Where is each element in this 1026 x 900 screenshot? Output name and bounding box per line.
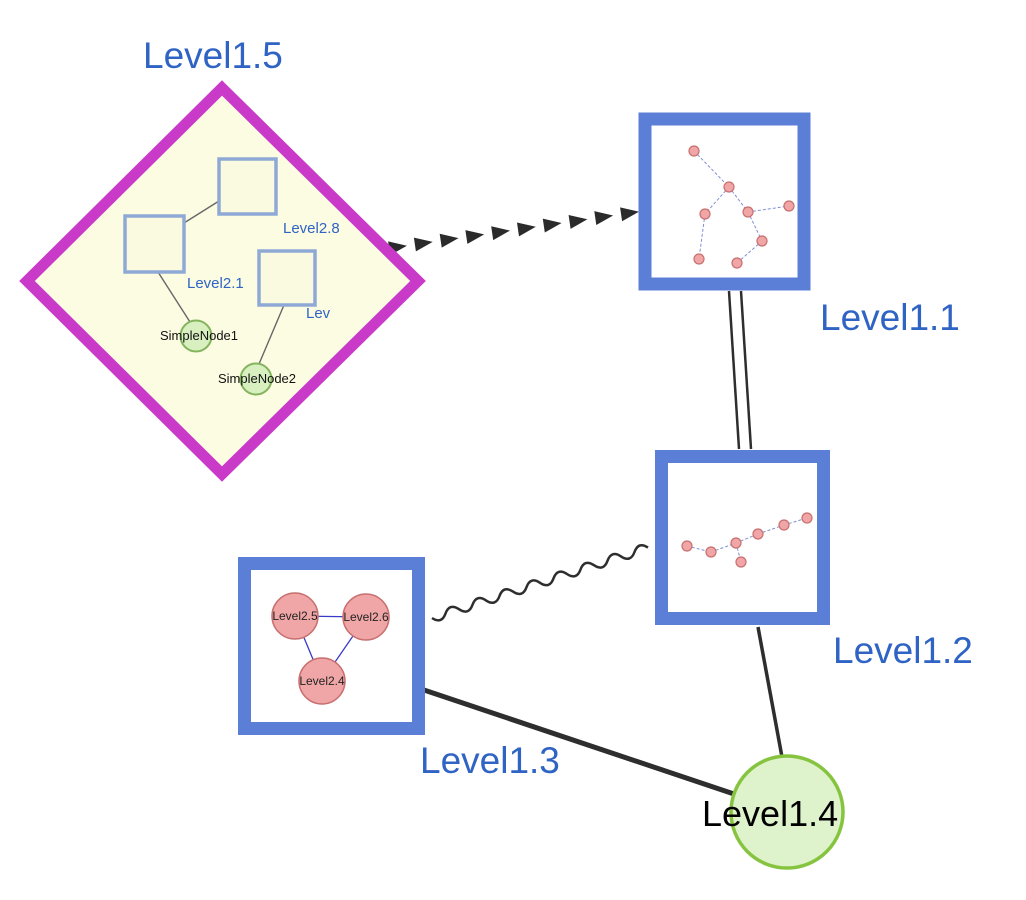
node-level21[interactable] (123, 214, 186, 274)
mini-node[interactable] (735, 556, 747, 568)
node-label-level26: Level2.6 (343, 610, 389, 624)
chevron-dash (516, 219, 537, 237)
mini-edge[interactable] (704, 186, 730, 215)
node-lev[interactable] (257, 249, 317, 307)
chevron-dash (413, 234, 434, 252)
node-label-level14: Level1.4 (702, 793, 838, 834)
node-label-simplenode1: SimpleNode1 (160, 328, 238, 343)
edge-level12-level14[interactable] (756, 626, 784, 758)
chevron-dash (542, 216, 563, 233)
mini-node[interactable] (783, 200, 795, 212)
mini-node[interactable] (778, 519, 790, 531)
chevron-dash (568, 212, 589, 229)
mini-node[interactable] (693, 253, 705, 265)
node-level25[interactable] (271, 592, 319, 640)
node-level26[interactable] (342, 593, 390, 641)
level11-mini-graph (688, 145, 795, 269)
mini-edge[interactable] (693, 150, 730, 188)
node-label-level25: Level2.5 (272, 609, 318, 623)
node-level11[interactable] (638, 112, 811, 291)
node-level12-group: Level1.2 (655, 450, 973, 671)
node-level14-group: Level1.4 (702, 754, 845, 870)
node-level12[interactable] (655, 450, 830, 625)
inner-edge-level28-level21[interactable] (183, 200, 220, 224)
chevron-dash (491, 223, 512, 241)
node-level15-group: Level1.5 Level2.8 Level2.1 Lev SimpleNod… (19, 35, 426, 482)
mini-edge[interactable] (747, 205, 790, 213)
mini-node[interactable] (731, 257, 743, 269)
mini-node[interactable] (688, 145, 700, 157)
node-level14[interactable] (729, 754, 845, 870)
node-label-level15: Level1.5 (143, 35, 283, 76)
edge-level13-level12[interactable] (431, 543, 649, 622)
edge-level13-level14[interactable] (423, 687, 735, 797)
node-level13-group: Level2.5 Level2.6 Level2.4 Level1.3 (238, 557, 560, 781)
node-label-lev: Lev (306, 305, 331, 322)
node-simplenode1[interactable] (179, 319, 213, 353)
node-label-level11: Level1.1 (820, 297, 960, 338)
node-level24[interactable] (298, 657, 346, 705)
chevron-dash (439, 231, 460, 248)
double-line-right (739, 290, 753, 450)
mini-node[interactable] (801, 512, 813, 524)
edge-level15-level11[interactable] (388, 204, 640, 256)
node-label-level28: Level2.8 (283, 220, 340, 237)
mini-node[interactable] (752, 528, 764, 540)
mini-node[interactable] (705, 546, 717, 558)
mini-node[interactable] (681, 540, 693, 552)
inner-edge-level21-simplenode1[interactable] (157, 271, 191, 323)
mini-edge[interactable] (735, 533, 759, 544)
node-level13[interactable] (238, 557, 425, 735)
chevron-dash (594, 208, 615, 226)
node-label-level13: Level1.3 (420, 740, 560, 781)
mini-node[interactable] (730, 537, 742, 549)
node-level15[interactable] (19, 80, 426, 482)
chevron-dash (465, 227, 486, 244)
node-simplenode2[interactable] (239, 362, 273, 396)
node-label-level12: Level1.2 (833, 630, 973, 671)
level12-mini-graph (681, 512, 813, 568)
double-line-left (727, 290, 741, 450)
node-level28[interactable] (217, 157, 278, 216)
mini-node[interactable] (723, 181, 735, 193)
mini-edge[interactable] (698, 213, 706, 260)
mini-node[interactable] (742, 206, 754, 218)
node-label-level24: Level2.4 (299, 674, 345, 688)
node-level11-group: Level1.1 (638, 112, 960, 338)
node-label-level21: Level2.1 (187, 275, 244, 292)
edge-level11-level12[interactable] (727, 290, 753, 450)
mini-node[interactable] (699, 208, 711, 220)
mini-node[interactable] (756, 235, 768, 247)
node-label-simplenode2: SimpleNode2 (218, 371, 296, 386)
inner-edge-lev-simplenode2[interactable] (258, 304, 285, 365)
arrow-head-icon (620, 204, 640, 222)
